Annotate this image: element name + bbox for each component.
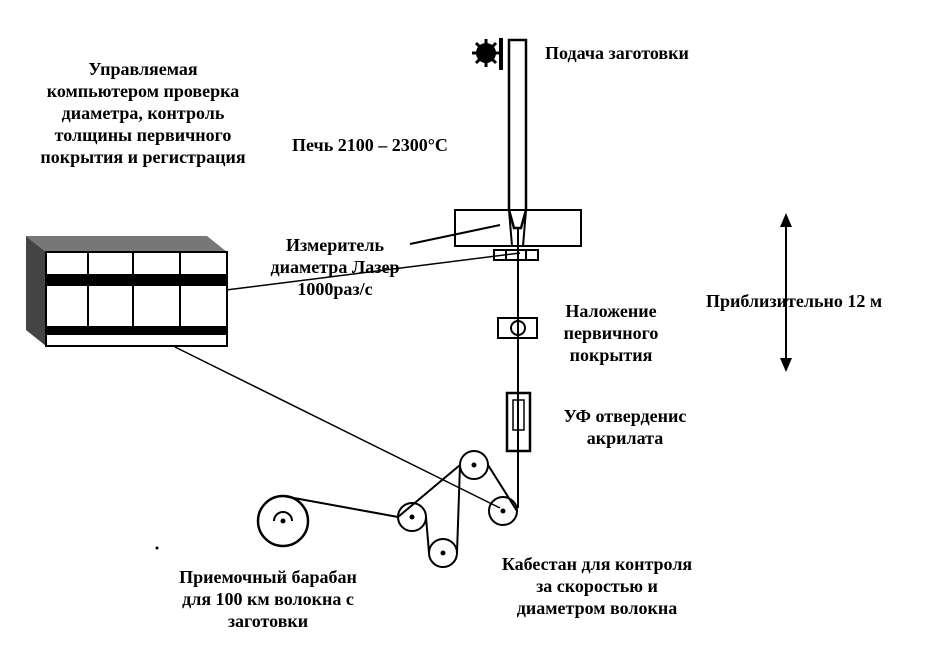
label-preform-feed: Подача заготовки bbox=[545, 43, 689, 63]
label-laser-gauge: Измеритель диаметра Лазер 1000раз/с bbox=[270, 235, 400, 299]
leader-cabinet-furnace bbox=[225, 252, 521, 291]
computer-cabinet bbox=[26, 236, 228, 347]
leader-cabinet-capstan bbox=[174, 346, 501, 509]
guide-roller bbox=[397, 502, 427, 532]
label-primary-coating: Наложение первичного покрытия bbox=[563, 301, 659, 365]
preform-rod bbox=[507, 38, 528, 230]
upper-roller bbox=[459, 450, 489, 480]
coating-applicator bbox=[497, 317, 538, 339]
lower-roller bbox=[428, 538, 458, 568]
capstan-roller bbox=[488, 496, 518, 526]
label-capstan: Кабестан для контроля за скоростью и диа… bbox=[501, 554, 693, 618]
takeup-drum bbox=[256, 494, 310, 548]
label-furnace: Печь 2100 – 2300°С bbox=[292, 135, 448, 155]
label-uv-curing: УФ отверденис акрилата bbox=[563, 406, 687, 448]
label-takeup-drum: Приемочный барабан для 100 км волокна с … bbox=[179, 567, 357, 631]
leader-laser-gauge bbox=[409, 224, 501, 245]
height-arrow bbox=[780, 213, 792, 372]
uv-curing-unit bbox=[505, 391, 532, 453]
fiber-path bbox=[282, 464, 518, 554]
feed-gear-icon bbox=[472, 38, 503, 70]
label-height: Приблизительно 12 м bbox=[706, 291, 883, 311]
label-computer: Управляемая компьютером проверка диаметр… bbox=[40, 59, 246, 167]
